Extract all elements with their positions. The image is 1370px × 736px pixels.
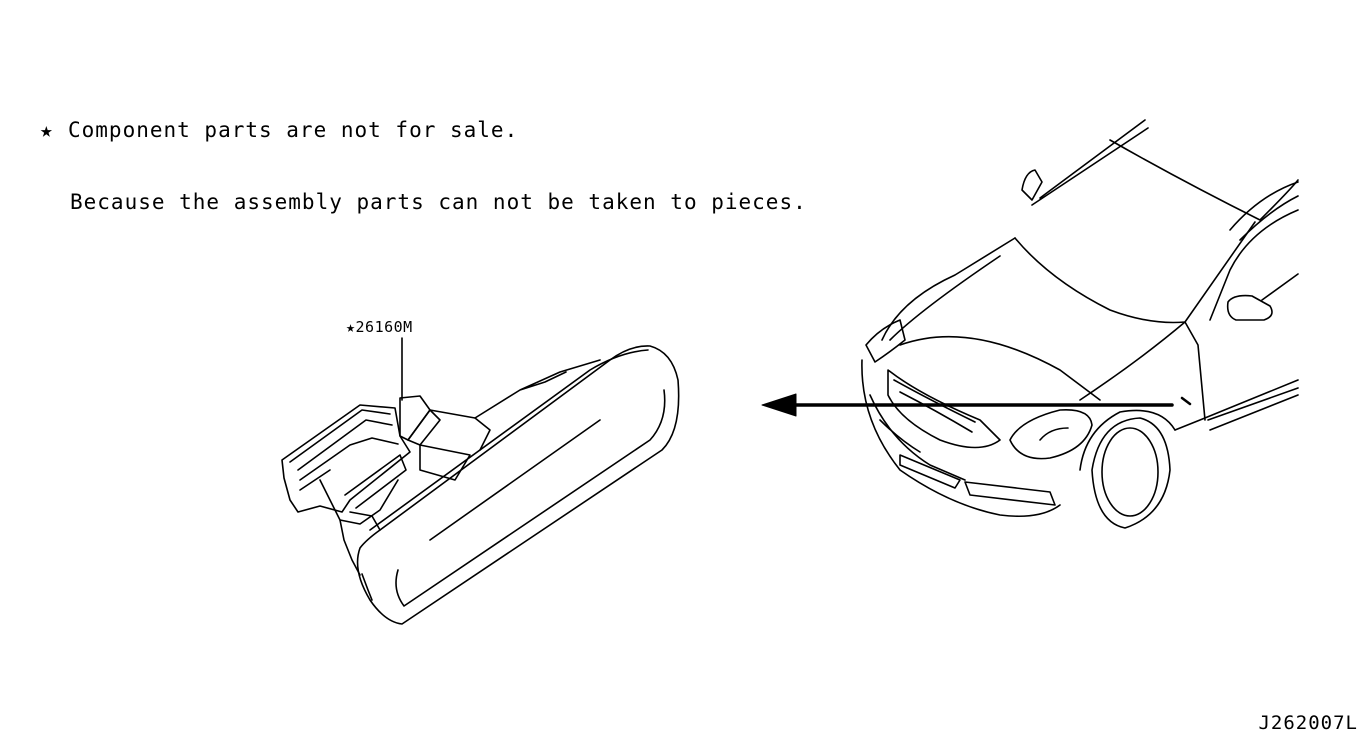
note-line-2: Because the assembly parts can not be ta… bbox=[70, 190, 807, 214]
lamp-rim bbox=[369, 349, 649, 531]
right-mirror bbox=[1226, 294, 1273, 321]
lamp-assembly bbox=[281, 337, 680, 625]
vehicle-illustration bbox=[861, 119, 1299, 529]
lamp-housing bbox=[474, 359, 601, 419]
grille bbox=[887, 369, 1001, 449]
lamp-lens bbox=[356, 345, 680, 625]
figure-code: J262007L bbox=[1258, 712, 1358, 734]
star-icon: ★ bbox=[40, 118, 54, 142]
hood bbox=[1014, 221, 1256, 324]
part-callout: ★26160M bbox=[346, 318, 413, 336]
note-text-1: Component parts are not for sale. bbox=[68, 118, 519, 142]
right-headlight bbox=[1009, 408, 1093, 460]
star-icon: ★ bbox=[346, 318, 356, 336]
part-number: 26160M bbox=[355, 318, 413, 336]
location-arrow bbox=[761, 393, 1174, 417]
left-headlight bbox=[865, 319, 906, 363]
note-line-1: ★ Component parts are not for sale. bbox=[40, 118, 807, 142]
lamp-lens-inner bbox=[395, 389, 666, 607]
front-bumper bbox=[861, 359, 1061, 518]
component-note: ★ Component parts are not for sale. Becau… bbox=[40, 70, 807, 238]
connector bbox=[281, 404, 411, 513]
front-wheel bbox=[1091, 417, 1171, 529]
left-mirror bbox=[1021, 169, 1043, 201]
